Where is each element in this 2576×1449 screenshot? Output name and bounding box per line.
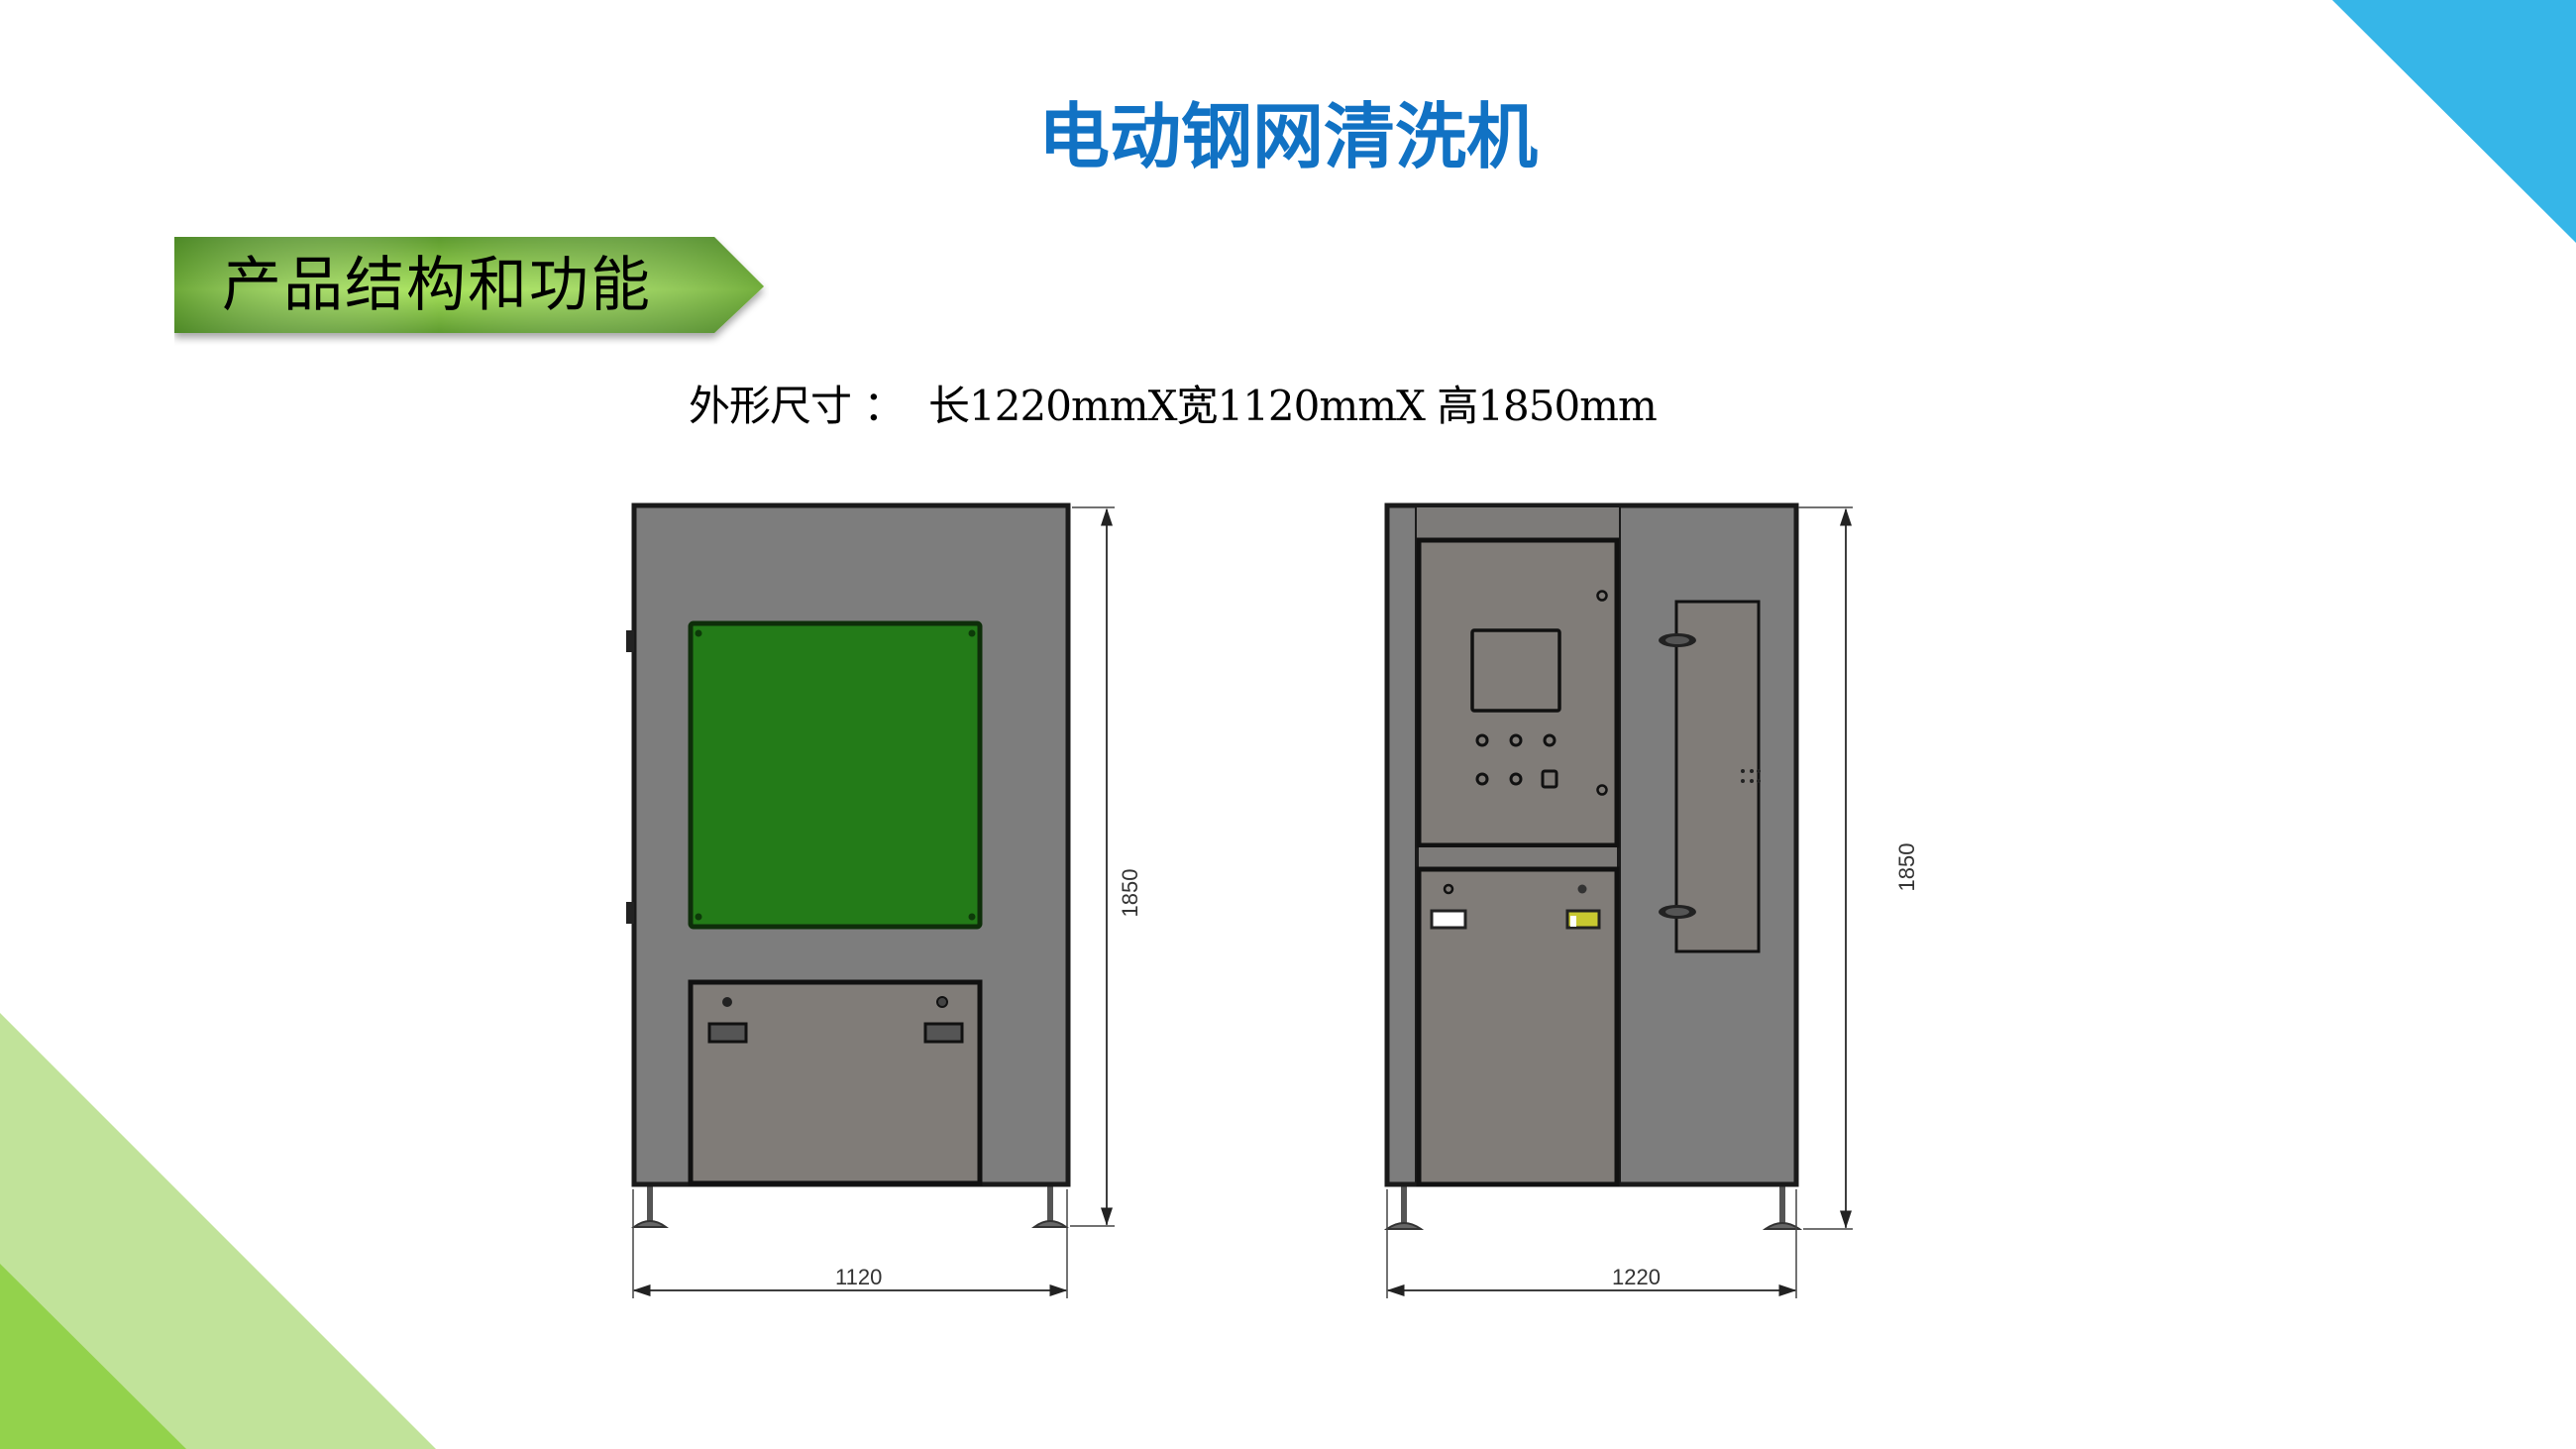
front-view-drawing [1383, 502, 1853, 1298]
side-view-height-label: 1850 [1118, 868, 1142, 918]
bottom-left-light-green-band [0, 1013, 436, 1449]
front-view-width-label: 1220 [1612, 1265, 1661, 1289]
top-right-blue-triangle [2332, 0, 2576, 243]
side-view-width-label: 1120 [835, 1265, 883, 1289]
section-banner-label: 产品结构和功能 [222, 251, 652, 320]
side-service-door [1674, 600, 1761, 953]
bottom-left-dark-green-triangle [0, 1264, 186, 1449]
front-view-height-label: 1850 [1894, 842, 1919, 892]
viewing-window [688, 620, 983, 930]
lower-access-door [688, 979, 983, 1186]
banner-arrow-shape [174, 237, 764, 333]
touch-screen [1470, 628, 1561, 713]
side-view-drawing [626, 502, 1115, 1298]
overall-dimensions-text: 外形尺寸 ： 长1220mmX宽1120mmX 高1850mm [689, 382, 1658, 430]
slide-title: 电动钢网清洗机 [1037, 94, 1538, 178]
section-banner: 产品结构和功能 [174, 237, 769, 336]
